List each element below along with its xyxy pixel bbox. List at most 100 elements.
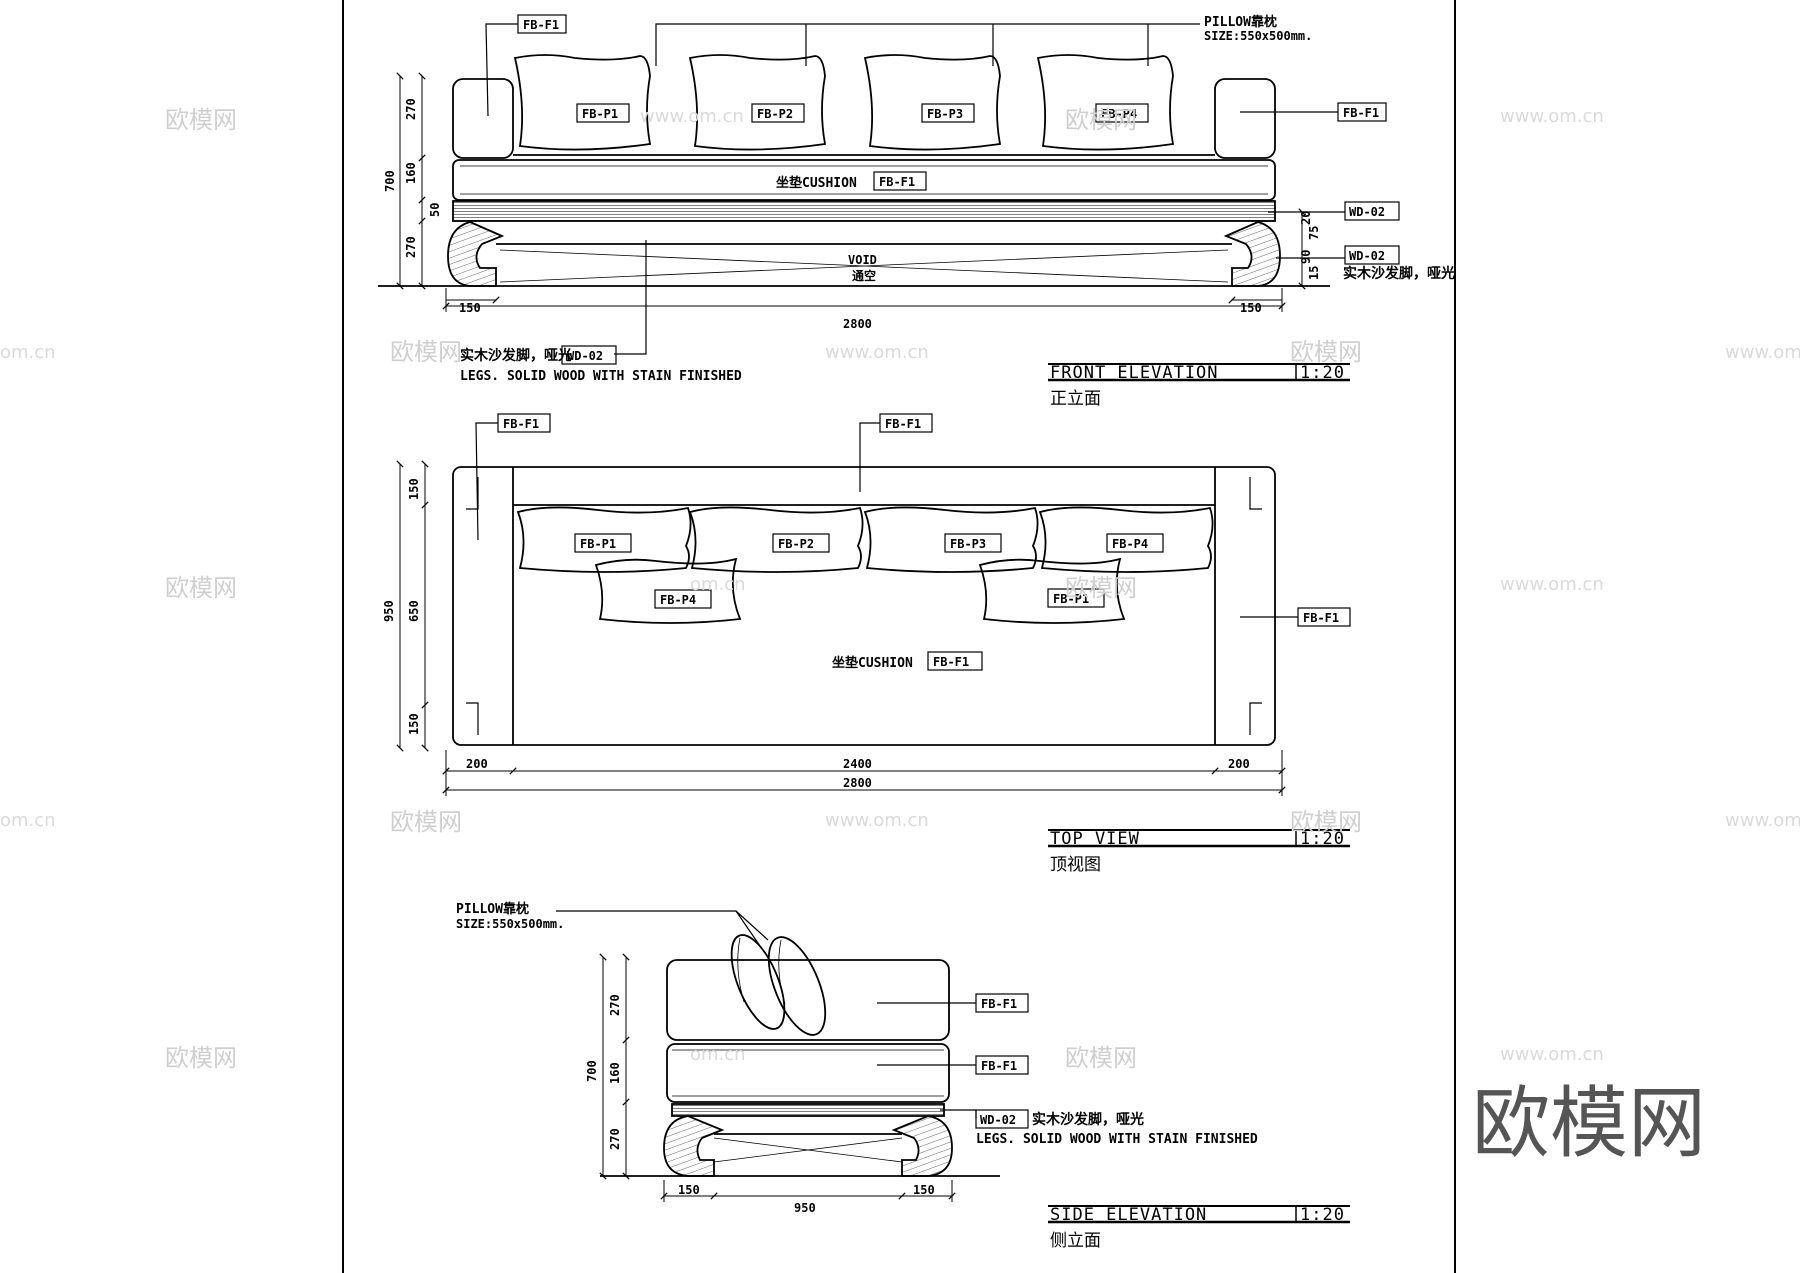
dim-side-leg-left: 150	[678, 1183, 700, 1197]
top-tag-right-arm: FB-F1	[1303, 611, 1339, 625]
dim-front-r2: 75	[1307, 226, 1321, 240]
front-legs-note: LEGS. SOLID WOOD WITH STAIN FINISHED	[460, 369, 742, 384]
front-pillow-size: SIZE:550x500mm.	[1204, 29, 1312, 43]
dim-side-leg-right: 150	[913, 1183, 935, 1197]
dim-front-r4: 15	[1307, 266, 1321, 280]
dim-front-leg-left: 150	[459, 301, 481, 315]
dim-front-leg-right: 150	[1240, 301, 1262, 315]
side-dim-labels: 270 160 270 700 150 950 150	[585, 994, 935, 1215]
dim-front-cushion: 160	[404, 162, 418, 184]
watermark-cn-10: 欧模网	[1290, 808, 1362, 836]
dim-top-front: 150	[407, 713, 421, 735]
watermark-url-8: www.om.cn	[1725, 810, 1800, 831]
top-scale: 1:20	[1300, 829, 1345, 849]
watermark-cn-4: 欧模网	[390, 338, 462, 366]
dim-front-rail: 50	[428, 203, 442, 217]
front-dimensions	[396, 72, 1306, 312]
watermark-cn-9: 欧模网	[1290, 338, 1362, 366]
front-cushion-label: 坐垫CUSHION	[776, 175, 857, 191]
front-tag-leg: WD-02	[1349, 249, 1385, 263]
dim-front-r1: 20	[1299, 211, 1313, 225]
dim-front-total: 700	[383, 170, 397, 192]
front-tag-cushion: FB-F1	[879, 175, 915, 189]
top-tag-pillow-1b: FB-P1	[1053, 592, 1089, 606]
top-cushion-label: 坐垫CUSHION	[832, 655, 913, 671]
watermark-url-11: om.cn	[690, 574, 746, 595]
dim-side-back: 270	[608, 994, 622, 1016]
front-tag-pillow-4: FB-P4	[1101, 107, 1137, 121]
top-dim-labels: 150 650 150 950 200 2400 200 2800	[382, 478, 1250, 790]
watermark-cn-1: 欧模网	[165, 106, 237, 134]
front-title-block: FRONT ELEVATION 1:20 正立面	[1048, 363, 1350, 409]
dim-side-cushion: 160	[608, 1062, 622, 1084]
dim-top-back: 150	[407, 478, 421, 500]
side-elevation	[600, 934, 1000, 1177]
front-tag-rail: WD-02	[1349, 205, 1385, 219]
front-tag-legs-bottom: WD-02	[567, 349, 603, 363]
front-labels: PILLOW靠枕 SIZE:550x500mm. FB-F1 FB-F1 FB-…	[460, 14, 1455, 384]
dim-top-seat-width: 2400	[843, 757, 872, 771]
side-wood-note: 实木沙发脚，哑光	[1032, 1111, 1144, 1128]
watermark-url-9: om.cn	[0, 342, 56, 363]
top-tag-pillow-1: FB-P1	[580, 537, 616, 551]
dim-front-r3: 90	[1299, 250, 1313, 264]
front-dim-labels: 270 160 50 270 700 20 75 90 15 150 150 2…	[383, 98, 1321, 331]
top-tag-pillow-4: FB-P4	[1112, 537, 1148, 551]
side-tag-cushion: FB-F1	[981, 1059, 1017, 1073]
front-tag-pillow-3: FB-P3	[927, 107, 963, 121]
front-title: FRONT ELEVATION	[1050, 363, 1219, 383]
side-legs-note: LEGS. SOLID WOOD WITH STAIN FINISHED	[976, 1132, 1258, 1147]
watermark-url-1: www.om.cn	[640, 106, 744, 127]
front-scale: 1:20	[1300, 363, 1345, 383]
watermarks: 欧模网 欧模网 欧模网 欧模网 欧模网 欧模网 欧模网 欧模网 欧模网 欧模网 …	[0, 106, 1800, 1169]
watermark-cn-8: 欧模网	[1065, 1044, 1137, 1072]
side-tag-leg: WD-02	[980, 1113, 1016, 1127]
watermark-url-4: www.om.cn	[1500, 106, 1604, 127]
watermark-cn-3: 欧模网	[165, 1044, 237, 1072]
side-title-block: SIDE ELEVATION 1:20 侧立面	[1048, 1205, 1350, 1251]
top-tag-pillow-3: FB-P3	[950, 537, 986, 551]
front-void-cn: 通空	[852, 268, 876, 283]
front-tag-back-arm: FB-F1	[523, 18, 559, 32]
side-leaders	[556, 910, 1029, 1129]
watermark-cn-2: 欧模网	[165, 574, 237, 602]
dim-front-width: 2800	[843, 317, 872, 331]
watermark-cn-5: 欧模网	[390, 808, 462, 836]
top-labels: FB-F1 FB-F1 FB-F1 FB-P1 FB-P2 FB-P3 FB-P…	[503, 417, 1339, 671]
watermark-url-12: om.cn	[690, 1044, 746, 1065]
side-scale: 1:20	[1300, 1205, 1345, 1225]
top-dimensions	[396, 460, 1286, 796]
side-tag-back: FB-F1	[981, 997, 1017, 1011]
side-pillow-note: PILLOW靠枕	[456, 901, 529, 917]
top-title-cn: 顶视图	[1050, 855, 1101, 875]
top-view	[452, 466, 1276, 746]
front-title-cn: 正立面	[1050, 389, 1101, 409]
front-wood-note-right: 实木沙发脚，哑光	[1343, 265, 1455, 282]
front-elevation	[378, 54, 1330, 287]
front-leaders	[485, 14, 1400, 365]
watermark-url-6: www.om.cn	[1500, 1044, 1604, 1065]
watermark-url-2: www.om.cn	[825, 342, 929, 363]
side-dimensions	[599, 953, 956, 1202]
dim-front-legs: 270	[404, 236, 418, 258]
watermark-cn-6: 欧模网	[1065, 106, 1137, 134]
front-pillow-note: PILLOW靠枕	[1204, 14, 1277, 30]
front-tag-pillow-1: FB-P1	[582, 107, 618, 121]
front-void-label: VOID	[848, 253, 877, 267]
top-leaders	[475, 413, 1351, 671]
watermark-cn-7: 欧模网	[1065, 574, 1137, 602]
dim-top-seat: 650	[407, 600, 421, 622]
dim-front-back: 270	[404, 98, 418, 120]
front-tag-pillow-2: FB-P2	[757, 107, 793, 121]
top-tag-pillow-2: FB-P2	[778, 537, 814, 551]
dim-top-arm-right: 200	[1228, 757, 1250, 771]
top-tag-arm: FB-F1	[503, 417, 539, 431]
top-tag-pillow-4b: FB-P4	[660, 593, 696, 607]
dim-side-total: 700	[585, 1060, 599, 1082]
watermark-url-10: om.cn	[0, 810, 56, 831]
side-title-cn: 侧立面	[1050, 1231, 1101, 1251]
dim-top-width: 2800	[843, 776, 872, 790]
front-tag-right-arm: FB-F1	[1343, 106, 1379, 120]
